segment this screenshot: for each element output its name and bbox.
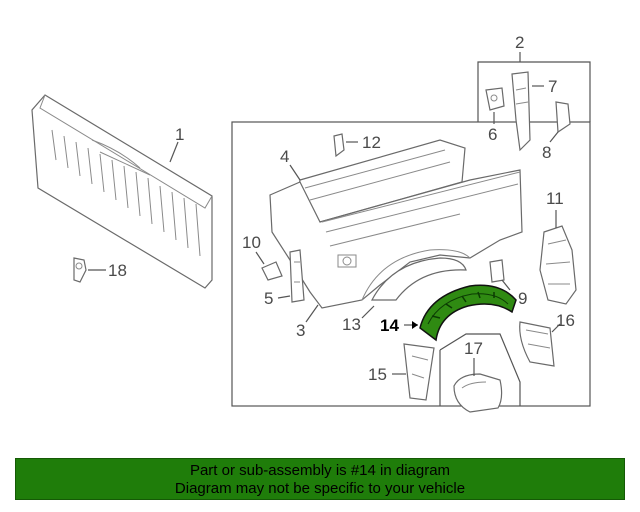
assembly-frame [477,61,591,122]
bracket-part-8 [555,101,571,134]
clip-part-18 [73,257,87,283]
callout-2: 2 [515,33,524,52]
fuel-door-part-17 [453,373,503,413]
callout-4: 4 [280,147,289,166]
hinge-part-6 [485,87,505,111]
info-banner: Part or sub-assembly is #14 in diagram D… [15,458,625,500]
splash-shield-part-15 [403,343,435,401]
callout-6: 6 [488,125,497,144]
bolt-part-12 [333,133,345,158]
parts-diagram: 1 2 3 4 5 6 7 8 9 10 11 12 13 14 15 16 1… [31,33,591,413]
callout-5: 5 [264,289,273,308]
callout-15: 15 [368,365,387,384]
wheel-molding-part-13 [371,257,467,301]
clip-part-10 [261,261,283,281]
callout-16: 16 [556,311,575,330]
callout-13: 13 [342,315,361,334]
callout-8: 8 [542,143,551,162]
lamp-housing-part-11 [539,225,577,305]
stake-part-5 [289,249,305,303]
bed-side-part-3 [269,169,523,309]
callout-10: 10 [242,233,261,252]
bracket-part-7 [511,71,531,152]
callout-11: 11 [546,189,564,208]
callout-17: 17 [464,339,483,358]
banner-line-1: Part or sub-assembly is #14 in diagram [189,462,451,479]
callout-9: 9 [518,289,527,308]
tailgate-part [31,94,213,289]
mudguard-part-16 [519,321,555,367]
callout-14: 14 [380,316,399,335]
callout-12: 12 [362,133,381,152]
wheelhouse-liner-part-14 [419,284,517,342]
callout-1: 1 [175,125,184,144]
assembly-box [231,121,591,407]
callout-18: 18 [108,261,127,280]
banner-line-2: Diagram may not be specific to your vehi… [174,480,466,497]
callout-7: 7 [548,77,557,96]
callout-3: 3 [296,321,305,340]
bracket-part-9 [489,259,505,283]
